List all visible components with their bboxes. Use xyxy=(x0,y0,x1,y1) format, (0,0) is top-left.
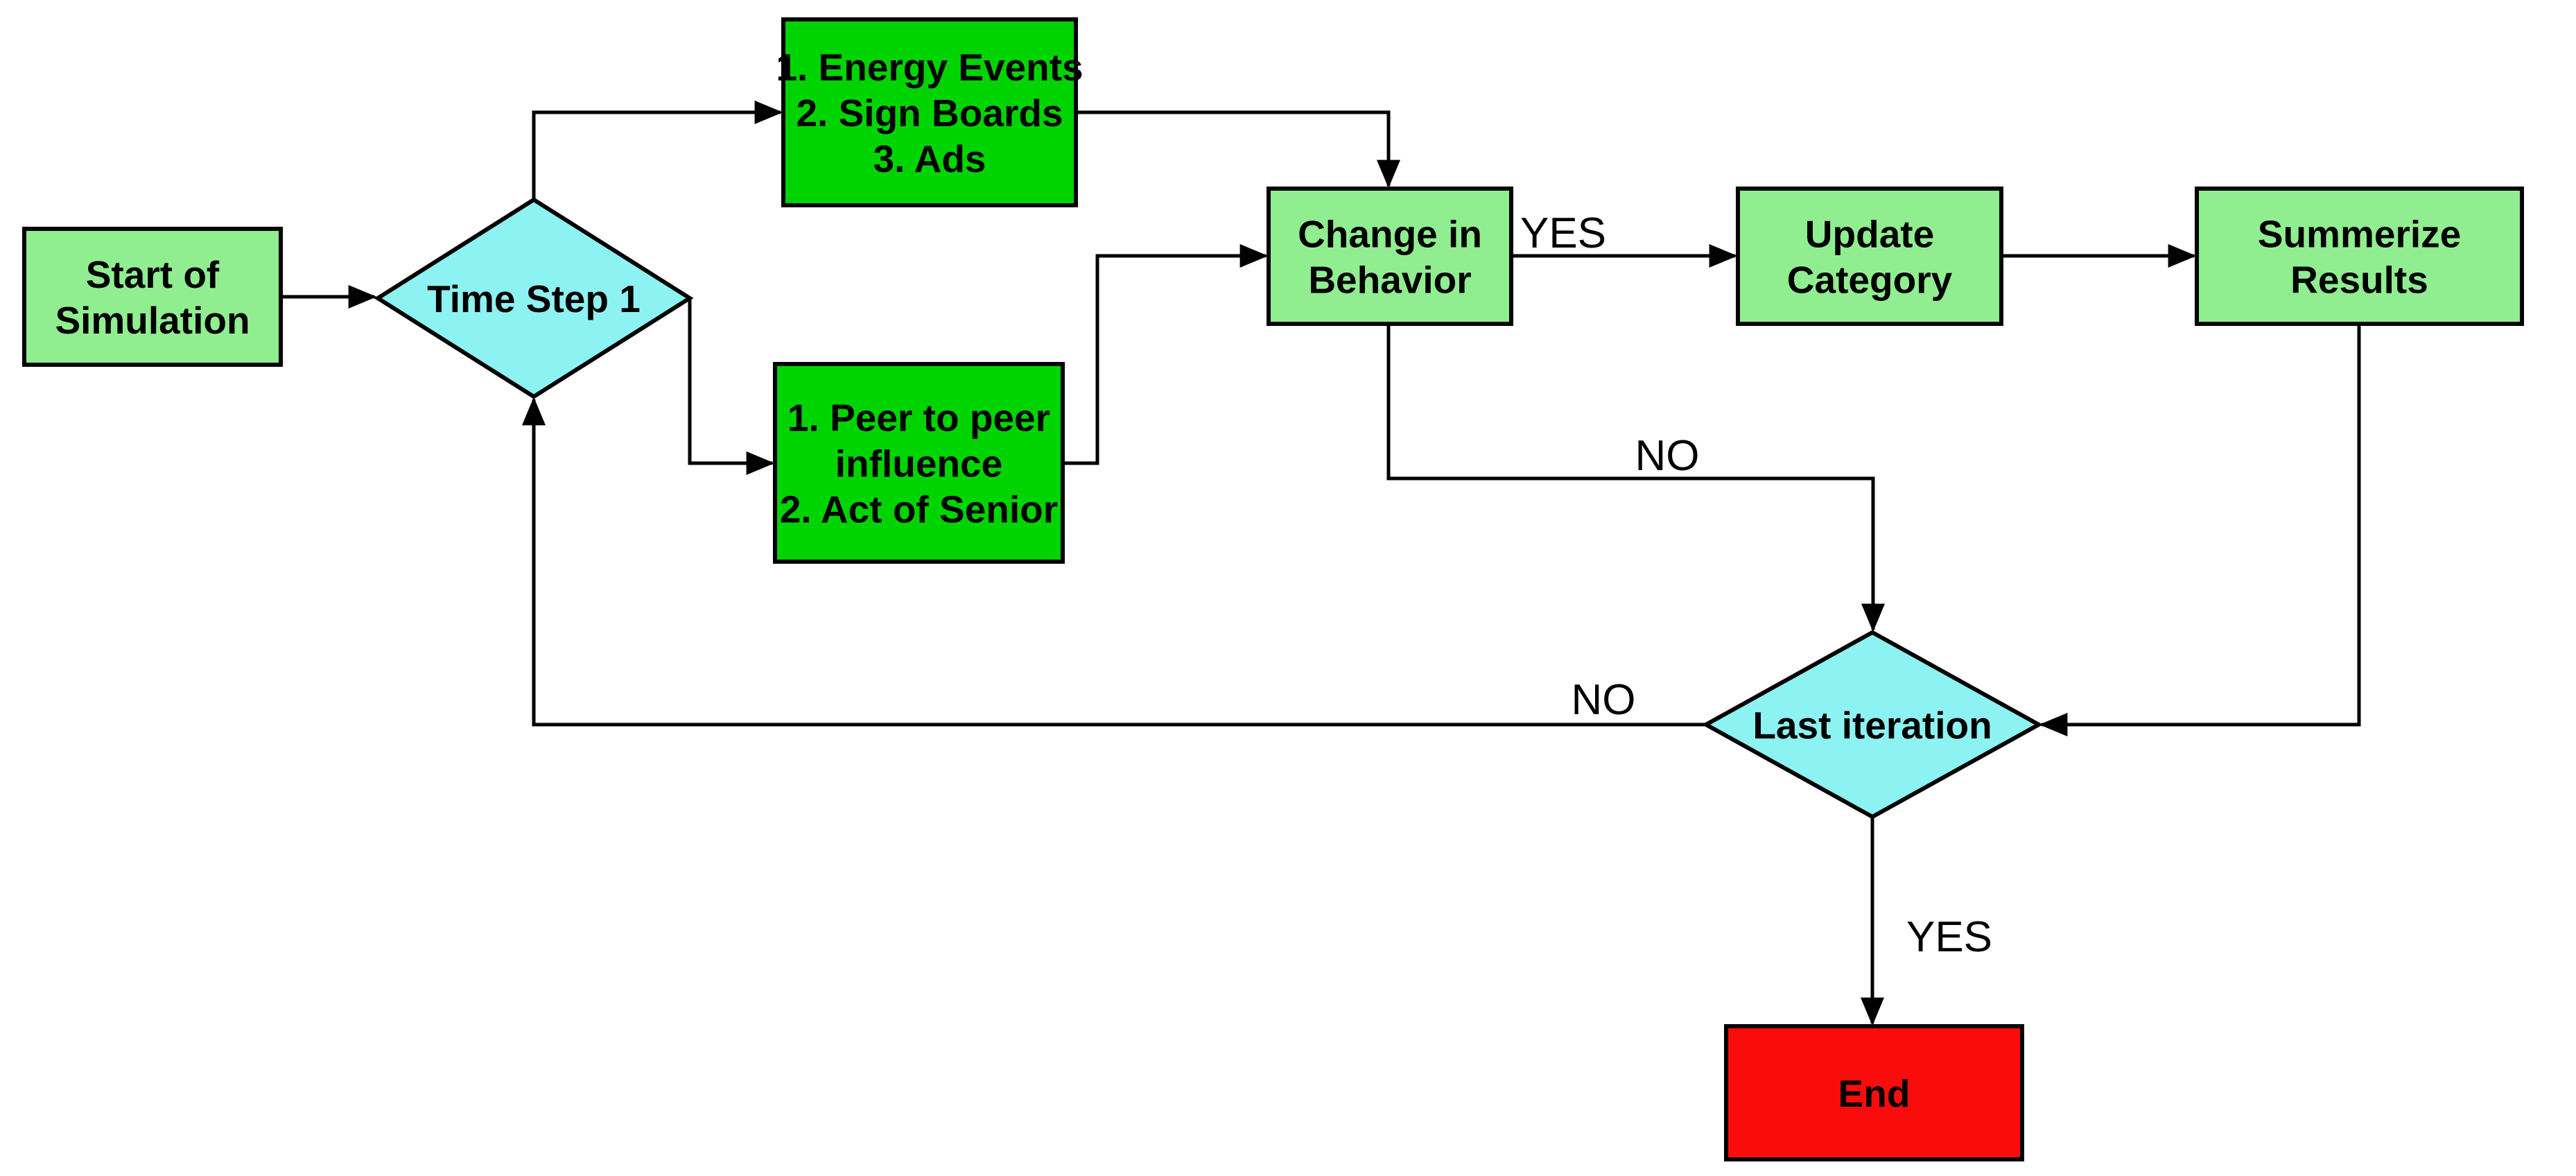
edges-layer xyxy=(281,101,2361,1026)
end-label-line: End xyxy=(1838,1072,1911,1115)
edge-lastiteration-no-to-timestep xyxy=(522,397,1706,727)
edge-timestep-to-social-influence xyxy=(688,298,775,475)
edge-timestep-to-external-events xyxy=(532,101,783,200)
update-category-box xyxy=(1736,187,2003,326)
last-iteration-label-line: Last iteration xyxy=(1752,704,1992,747)
node-end: End xyxy=(1724,1024,2024,1161)
update-category-label-line: Category xyxy=(1787,259,1953,302)
summerize-results-box xyxy=(2195,187,2524,326)
last-iteration-diamond xyxy=(1701,630,2044,820)
start-of-simulation-label-line: Start of xyxy=(86,253,220,296)
end-box xyxy=(1724,1024,2024,1161)
external-events-box xyxy=(781,17,1078,207)
time-step-1-label-line: Time Step 1 xyxy=(427,277,641,320)
edge-label-no: NO xyxy=(1635,432,1700,480)
edge-label-yes: YES xyxy=(1906,913,1992,961)
external-events-label-line: 3. Ads xyxy=(873,137,986,180)
change-in-behavior-box xyxy=(1267,187,1513,326)
time-step-1-diamond xyxy=(374,197,694,399)
edge-social-to-change xyxy=(1063,244,1269,465)
edge-labels-layer: YES NO NO YES xyxy=(1520,209,1992,961)
start-of-simulation-box xyxy=(22,227,283,367)
external-events-label-line: 2. Sign Boards xyxy=(796,92,1063,135)
edge-events-to-change xyxy=(1076,110,1400,189)
summerize-results-label-line: Summerize xyxy=(2258,213,2461,256)
edge-label-yes: YES xyxy=(1520,209,1606,257)
change-in-behavior-label-line: Behavior xyxy=(1308,259,1471,302)
node-last-iteration: Last iteration xyxy=(1701,630,2044,820)
social-influence-label-line: 1. Peer to peer xyxy=(787,397,1050,440)
update-category-label-line: Update xyxy=(1805,213,1934,256)
start-of-simulation-label-line: Simulation xyxy=(55,299,250,342)
summerize-results-label-line: Results xyxy=(2290,259,2428,302)
change-in-behavior-label-line: Change in xyxy=(1298,213,1482,256)
edge-change-no-to-lastiteration xyxy=(1386,324,1885,632)
social-influence-label-line: 2. Act of Senior xyxy=(780,488,1058,531)
social-influence-box xyxy=(773,362,1065,564)
edge-summerize-to-lastiteration xyxy=(2039,324,2361,736)
external-events-label-line: 1. Energy Events xyxy=(776,46,1083,89)
node-time-step-1: Time Step 1 xyxy=(374,197,694,399)
social-influence-label-line: influence xyxy=(835,442,1002,485)
edge-label-no: NO xyxy=(1572,676,1636,724)
